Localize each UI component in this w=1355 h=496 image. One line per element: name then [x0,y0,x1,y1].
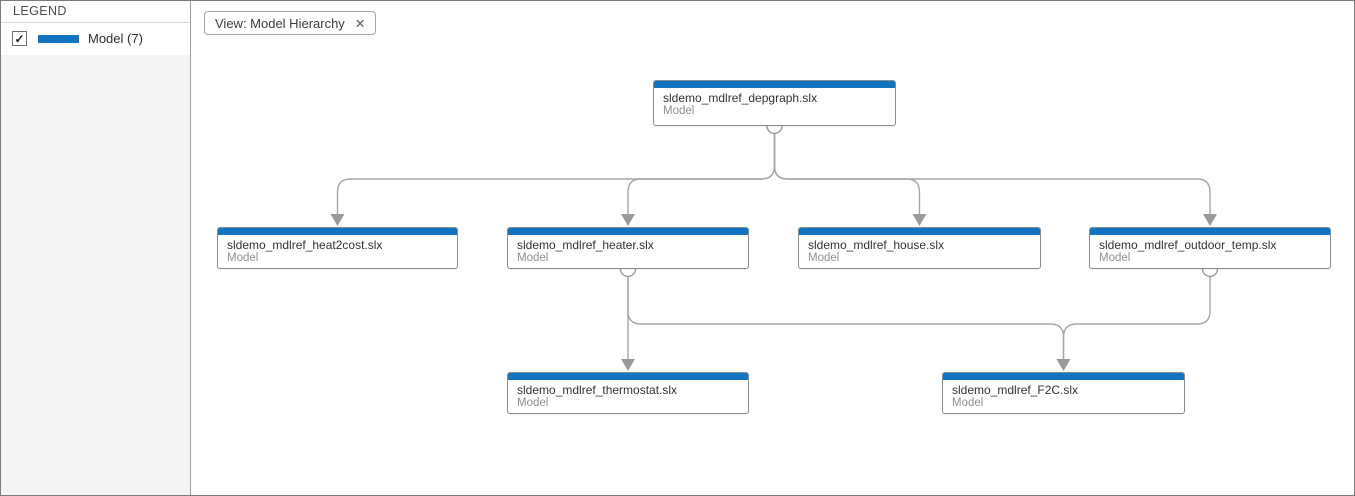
node-file-name: sldemo_mdlref_heat2cost.slx [227,238,383,252]
node-type-label: Model [952,397,984,409]
node-accent-bar [799,228,1040,235]
arrowhead-heat2cost [330,214,345,226]
node-type-label: Model [227,252,259,264]
arrowhead-heater [621,214,635,226]
view-filter-label: View: Model Hierarchy [215,15,345,31]
legend-panel: LEGEND ✓ Model (7) [1,1,191,495]
arrowhead-house [912,214,927,226]
node-file-name: sldemo_mdlref_heater.slx [517,238,654,252]
edge-depgraph-heater[interactable] [627,134,776,214]
node-accent-bar [943,373,1184,380]
edge-depgraph-outdoor_temp[interactable] [773,134,1211,214]
node-file-name: sldemo_mdlref_outdoor_temp.slx [1099,238,1277,252]
diagram-canvas[interactable]: View: Model Hierarchy ✕ sldemo_mdlref_de… [191,1,1354,495]
node-accent-bar [1090,228,1330,235]
node-accent-bar [654,81,895,88]
legend-item-model[interactable]: ✓ Model (7) [1,28,190,49]
node-file-name: sldemo_mdlref_house.slx [808,238,945,252]
node-file-name: sldemo_mdlref_F2C.slx [952,383,1079,397]
node-type-label: Model [517,397,549,409]
legend-list: LEGEND ✓ Model (7) [1,1,190,55]
node-type-label: Model [663,105,695,117]
arrowhead-outdoor_temp [1203,214,1217,226]
legend-color-swatch [38,34,79,43]
node-accent-bar [508,228,748,235]
node-file-name: sldemo_mdlref_depgraph.slx [663,91,818,105]
node-type-label: Model [517,252,549,264]
edge-depgraph-house[interactable] [773,134,921,214]
edge-outdoor_temp-F2C[interactable] [1062,277,1211,359]
arrowhead-F2C [1056,359,1071,371]
close-icon[interactable]: ✕ [354,16,366,31]
edge-heater-F2C[interactable] [627,277,1065,359]
legend-item-label: Model (7) [88,31,143,46]
view-filter-chip[interactable]: View: Model Hierarchy ✕ [204,11,377,35]
edge-depgraph-heat2cost[interactable] [336,134,776,214]
node-accent-bar [508,373,748,380]
arrowhead-thermostat [621,359,635,371]
legend-checkbox[interactable]: ✓ [12,31,27,46]
legend-header: LEGEND [1,1,190,23]
node-type-label: Model [1099,252,1131,264]
node-file-name: sldemo_mdlref_thermostat.slx [517,383,678,397]
node-type-label: Model [808,252,840,264]
node-accent-bar [218,228,457,235]
